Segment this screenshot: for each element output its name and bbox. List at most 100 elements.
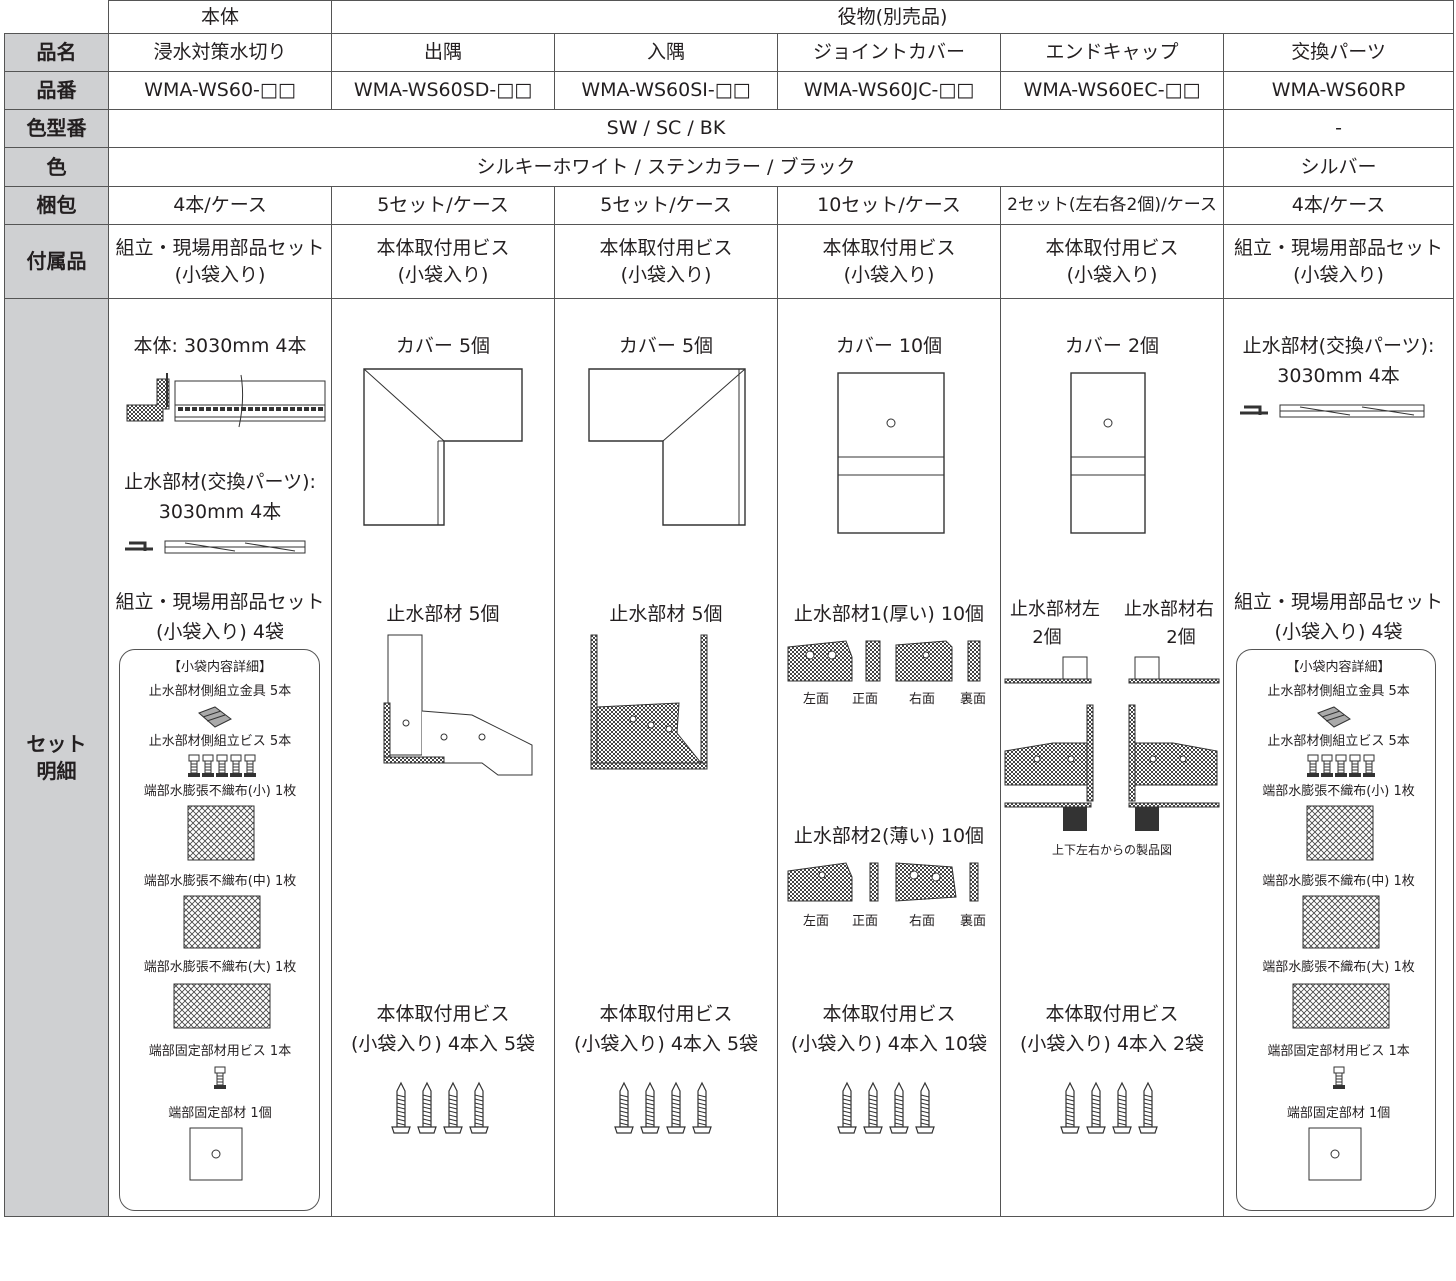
row-color-code: 色型番 SW / SC / BK - — [4, 109, 1455, 148]
rp-bag-box — [1236, 649, 1436, 1211]
row-included: 付属品 組立・現場用部品セット(小袋入り) 本体取付用ビス(小袋入り) 本体取付… — [4, 224, 1455, 299]
spec-table: 本体 役物(別売品) 品名 浸水対策水切り 出隅 入隅 ジョイントカバー エンド… — [4, 0, 1455, 1217]
included-body: 組立・現場用部品セット(小袋入り) — [108, 224, 332, 299]
included-jc-line1: 本体取付用ビス — [822, 236, 956, 259]
ec-seal-left-label-2: 2個 — [1032, 627, 1062, 648]
body-set-label-2: (小袋入り) 4袋 — [156, 621, 284, 643]
jc-screws-icon — [837, 1082, 935, 1134]
jc-seal-2-drawing — [787, 862, 979, 902]
ec-screws-icon — [1060, 1082, 1158, 1134]
jc-seal-1-drawing — [787, 640, 981, 682]
row-label-code: 品番 — [4, 71, 109, 110]
detail-label-1: セット — [26, 731, 87, 756]
rp-bag-item-4: 端部水膨張不織布(中) 1枚 — [1262, 874, 1415, 889]
bracket-icon — [198, 706, 232, 728]
included-si: 本体取付用ビス(小袋入り) — [554, 224, 778, 299]
body-set-label-1: 組立・現場用部品セット — [115, 591, 325, 613]
name-sd: 出隅 — [331, 33, 555, 72]
code-si: WMA-WS60SI-□□ — [554, 71, 778, 110]
ec-seal-left-label-1: 止水部材左 — [1010, 599, 1100, 620]
detail-body: 本体: 3030mm 4本 止水部材(交換パーツ): 3030mm 4本 組立・… — [108, 298, 332, 1217]
rp-bag-title: 【小袋内容詳細】 — [1286, 660, 1391, 675]
color-rp: シルバー — [1222, 147, 1455, 187]
rp-fabric-large-icon — [1292, 983, 1390, 1029]
included-si-line1: 本体取付用ビス — [599, 236, 733, 259]
row-label-included: 付属品 — [4, 224, 109, 299]
ec-screw-label-1: 本体取付用ビス — [1045, 1003, 1179, 1025]
si-seal-label: 止水部材 5個 — [609, 603, 723, 625]
detail-ec: カバー 2個 止水部材左 2個 止水部材右 2個 — [1000, 298, 1224, 1217]
fixing-part-icon — [189, 1127, 243, 1181]
si-cover-drawing — [588, 368, 746, 526]
sd-seal-drawing — [383, 634, 533, 776]
ec-screw-label-2: (小袋入り) 4本入 2袋 — [1019, 1033, 1205, 1055]
rp-seal-label-1: 止水部材(交換パーツ): — [1242, 335, 1435, 357]
jc-1-left-label: 左面 — [802, 692, 829, 707]
rp-bag-item-6: 端部固定部材用ビス 1本 — [1267, 1044, 1410, 1059]
ec-seal-right-label-2: 2個 — [1166, 627, 1196, 648]
included-sd-line2: (小袋入り) — [397, 263, 489, 286]
rp-bag-item-3: 端部水膨張不織布(小) 1枚 — [1262, 784, 1415, 799]
rp-fabric-small-icon — [1306, 805, 1374, 861]
row-color: 色 シルキーホワイト / ステンカラー / ブラック シルバー — [4, 147, 1455, 187]
body-bag-item-6: 端部固定部材用ビス 1本 — [148, 1044, 292, 1059]
ec-cover-drawing — [1070, 372, 1146, 534]
sd-cover-drawing — [363, 368, 523, 526]
row-detail: セット明細 本体: 3030mm 4本 止水部材(交換パーツ): 3030mm … — [4, 298, 1455, 1217]
detail-rp: 止水部材(交換パーツ): 3030mm 4本 組立・現場用部品セット (小袋入り… — [1222, 298, 1455, 1217]
jc-1-right-label: 右面 — [908, 692, 935, 707]
name-rp: 交換パーツ — [1222, 33, 1455, 72]
rp-seal-label-2: 3030mm 4本 — [1277, 365, 1400, 387]
rp-seal-drawing — [1240, 404, 1425, 418]
body-bag-item-7: 端部固定部材 1個 — [168, 1106, 272, 1121]
bolts-icon — [187, 754, 257, 778]
fabric-medium-icon — [183, 895, 261, 949]
included-jc: 本体取付用ビス (小袋入り) — [777, 224, 1001, 299]
included-jc-line2: (小袋入り) — [843, 263, 935, 286]
rp-fixing-screw-icon — [1332, 1066, 1346, 1090]
included-ec-line1: 本体取付用ビス — [1045, 236, 1179, 259]
row-label-color-code: 色型番 — [4, 109, 109, 148]
jc-screw-label-2: (小袋入り) 4本入 10袋 — [790, 1033, 988, 1055]
fabric-large-icon — [173, 983, 271, 1029]
rp-fixing-part-icon — [1308, 1127, 1362, 1181]
included-rp-line2: (小袋入り) — [1293, 263, 1384, 286]
included-ec-line2: (小袋入り) — [1066, 263, 1158, 286]
rp-bag-item-7: 端部固定部材 1個 — [1286, 1106, 1391, 1121]
header-main: 本体 — [108, 0, 332, 34]
detail-si: カバー 5個 止水部材 5個 本体取付用ビス (小袋入り) 4本入 5袋 — [554, 298, 778, 1217]
included-ec: 本体取付用ビス (小袋入り) — [1000, 224, 1224, 299]
rp-bag-item-2: 止水部材側組立ビス 5本 — [1267, 734, 1410, 749]
detail-label-2: 明細 — [36, 758, 77, 783]
name-jc: ジョイントカバー — [777, 33, 1001, 72]
included-sd: 本体取付用ビス(小袋入り) — [331, 224, 555, 299]
packing-jc: 10セット/ケース — [777, 186, 1001, 225]
body-seal-drawing — [125, 540, 306, 554]
code-sd: WMA-WS60SD-□□ — [331, 71, 555, 110]
si-cover-label: カバー 5個 — [618, 335, 714, 357]
body-bag-box — [119, 649, 320, 1211]
jc-cover-label: カバー 10個 — [835, 335, 943, 357]
jc-screw-label-1: 本体取付用ビス — [822, 1003, 956, 1025]
jc-1-front-label: 正面 — [851, 692, 878, 707]
row-label-detail: セット明細 — [4, 298, 109, 1217]
header-accessories: 役物(別売品) — [330, 0, 1455, 34]
detail-sd: カバー 5個 止水部材 5個 本体取付用ビス (小袋入り) 4本入 5袋 — [331, 298, 555, 1217]
body-profile-drawing — [126, 373, 326, 428]
included-body-line1: 組立・現場用部品セット — [115, 236, 325, 259]
fabric-small-icon — [187, 805, 255, 861]
jc-2-back-label: 裏面 — [959, 914, 986, 929]
color-code-shared: SW / SC / BK — [108, 109, 1224, 148]
body-main-label: 本体: 3030mm 4本 — [133, 335, 307, 357]
si-seal-drawing — [590, 634, 708, 770]
ec-seal-right-label-1: 止水部材右 — [1124, 599, 1214, 620]
code-rp: WMA-WS60RP — [1222, 71, 1455, 110]
body-seal-label-2: 3030mm 4本 — [158, 501, 282, 523]
body-bag-item-2: 止水部材側組立ビス 5本 — [148, 734, 292, 749]
body-bag-title: 【小袋内容詳細】 — [167, 660, 272, 675]
code-jc: WMA-WS60JC-□□ — [777, 71, 1001, 110]
code-ec: WMA-WS60EC-□□ — [1000, 71, 1224, 110]
ec-cover-label: カバー 2個 — [1064, 335, 1160, 357]
rp-bag-item-5: 端部水膨張不織布(大) 1枚 — [1262, 960, 1415, 975]
fixing-screw-icon — [213, 1066, 227, 1090]
